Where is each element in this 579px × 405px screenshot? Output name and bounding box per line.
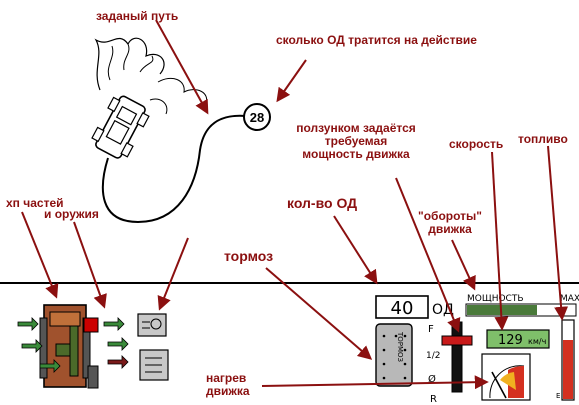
power-max: MAX bbox=[560, 294, 579, 304]
brake-pedal[interactable] bbox=[375, 323, 413, 387]
ap-display bbox=[375, 295, 429, 319]
arrow-power bbox=[395, 177, 461, 333]
tank-topview[interactable] bbox=[39, 304, 99, 389]
ap-value: 40 bbox=[391, 298, 414, 319]
weapon-icons-right bbox=[103, 317, 129, 369]
label-speed: скорость bbox=[449, 137, 504, 151]
arrow-rpm bbox=[451, 239, 476, 291]
label-rpm-line2: движка bbox=[428, 222, 472, 236]
label-power-slider-line1: ползунком задаётся bbox=[296, 121, 416, 135]
speed-value: 129 bbox=[498, 333, 523, 348]
label-brake: тормоз bbox=[224, 248, 274, 264]
arrow-hp-parts bbox=[21, 211, 59, 299]
label-heat-line2: движка bbox=[206, 384, 250, 398]
ap-cost-value: 28 bbox=[250, 110, 264, 125]
mini-panel-top[interactable] bbox=[137, 313, 167, 337]
arrow-fuel bbox=[547, 145, 569, 321]
label-path: заданый путь bbox=[96, 9, 179, 23]
label-rpm-line1: "обороты" bbox=[418, 209, 482, 223]
fuel-empty-mark: E bbox=[556, 392, 560, 400]
arrow-hp-weapons bbox=[73, 221, 107, 309]
label-rpm: "обороты" движка bbox=[410, 210, 490, 236]
label-ap-count: кол-во ОД bbox=[287, 195, 358, 211]
gear-zero: Ø bbox=[428, 373, 436, 385]
label-fuel: топливо bbox=[518, 132, 568, 146]
planned-path bbox=[101, 114, 247, 224]
label-power-slider: ползунком задаётся требуемая мощность дв… bbox=[276, 122, 436, 161]
arrow-heat bbox=[261, 375, 489, 390]
heat-gauge bbox=[481, 353, 531, 401]
power-bar[interactable] bbox=[465, 303, 577, 317]
gear-r: R bbox=[430, 394, 437, 405]
gear-f: F bbox=[428, 324, 434, 335]
weapon-icons-left bbox=[17, 317, 61, 373]
label-heat: нагрев движка bbox=[206, 372, 250, 398]
vehicle-sketch[interactable] bbox=[89, 37, 208, 162]
label-heat-line1: нагрев bbox=[206, 371, 247, 385]
arrow-speed bbox=[491, 151, 509, 331]
power-label: МОЩНОСТЬ bbox=[467, 294, 524, 304]
label-ap-cost: сколько ОД тратится на действие bbox=[276, 33, 477, 47]
arrow-path bbox=[155, 19, 209, 115]
arrow-ap-cost bbox=[276, 59, 307, 103]
arrow-brake bbox=[265, 267, 373, 360]
arrow-ap-count bbox=[333, 215, 378, 285]
label-power-slider-line3: мощность движка bbox=[302, 147, 410, 161]
gear-half: 1/2 bbox=[426, 351, 440, 361]
label-power-slider-line2: требуемая bbox=[324, 134, 388, 148]
speed-unit: км/ч bbox=[528, 337, 546, 346]
brake-pedal-text: ТОРМОЗ bbox=[396, 331, 404, 363]
speed-display bbox=[486, 329, 550, 349]
label-hp-weapons: и оружия bbox=[44, 207, 99, 221]
mini-panel-bottom[interactable] bbox=[139, 349, 169, 381]
ap-cost-circle bbox=[243, 103, 271, 131]
arrow-panels bbox=[157, 237, 189, 311]
fuel-gauge bbox=[561, 319, 575, 401]
label-hp-parts: хп частей bbox=[6, 196, 64, 210]
